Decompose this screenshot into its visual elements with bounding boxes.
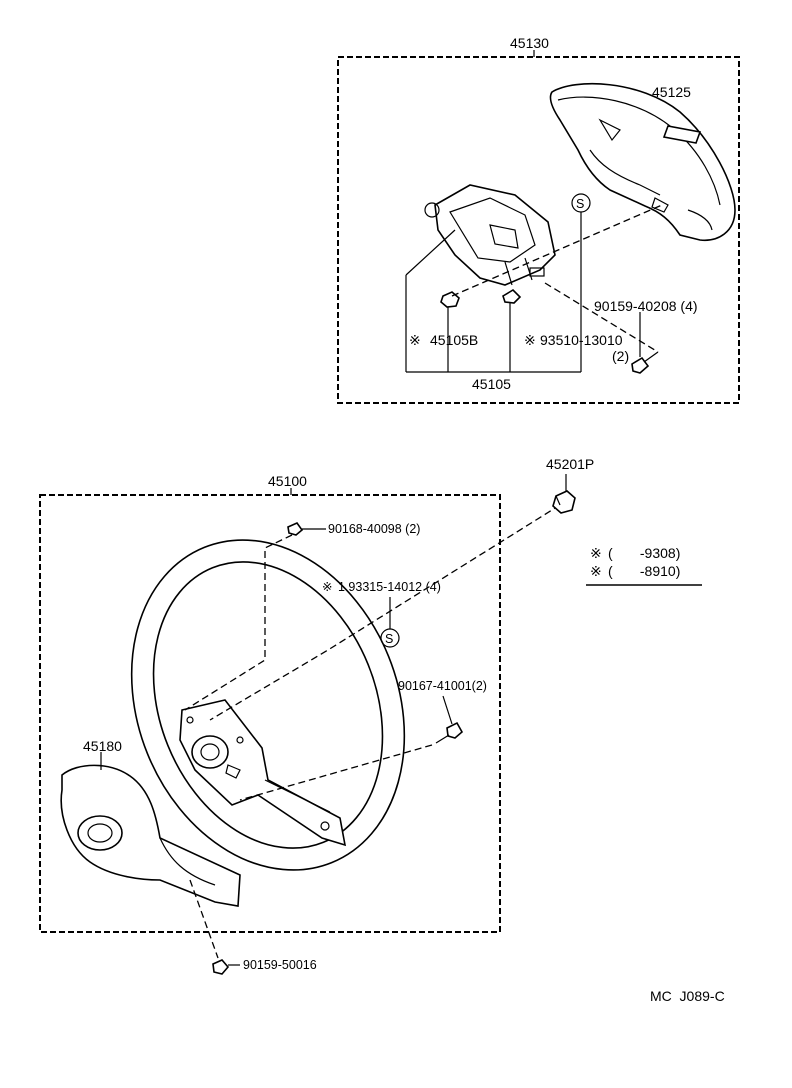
screw-93510-13010 [502,288,522,304]
label-93510-qty: (2) [612,348,629,364]
s-symbol-upper: S [576,197,584,211]
horn-bracket-45105 [424,184,556,286]
label-45201P: 45201P [546,456,594,472]
screw-90159-50016 [212,959,230,975]
legend-row-1: ( -9308) [608,545,680,561]
group-45130-frame [337,56,740,404]
label-45180: 45180 [83,738,122,754]
label-90167-41001: 90167-41001(2) [398,679,487,693]
legend: ※ ( -9308) ※ ( -8910) [586,545,702,586]
diagram-code: MC J089-C [650,988,725,1004]
label-45125: 45125 [652,84,691,100]
lower-cover-45180 [60,764,241,907]
label-45100: 45100 [268,473,307,489]
group-45100-frame [39,494,501,933]
group-45130: 45130 45125 [337,35,740,404]
nut-45105B [440,291,460,308]
label-93510-13010: 93510-13010 [540,332,623,348]
horn-pad-cover [549,83,736,241]
s-symbol-lower: S [385,632,393,646]
asterisk-45105B: ※ [409,332,421,348]
nut-45201P [552,490,576,514]
steering-wheel-hub [179,699,347,847]
label-90168-40098: 90168-40098 (2) [328,522,420,536]
legend-asterisk-1: ※ [590,545,602,561]
screw-90168-40098 [287,522,304,536]
label-90159-50016: 90159-50016 [243,958,317,972]
label-45105B: 45105B [430,332,478,348]
legend-asterisk-2: ※ [590,563,602,579]
asterisk-93510: ※ [524,332,536,348]
bolt-90167-41001 [435,721,464,744]
label-45130: 45130 [510,35,549,51]
label-93315-14012: 1 93315-14012 (4) [338,580,441,594]
label-45105: 45105 [472,376,511,392]
legend-row-2: ( -8910) [608,563,680,579]
label-90159-40208: 90159-40208 (4) [594,298,698,314]
emblem-45125 [662,125,702,144]
asterisk-93315: ※ [322,580,332,594]
screw-90159-40208 [631,351,659,374]
group-45100: 45100 90168-40098 (2) ※ 1 93315-14012 (4… [39,473,561,959]
